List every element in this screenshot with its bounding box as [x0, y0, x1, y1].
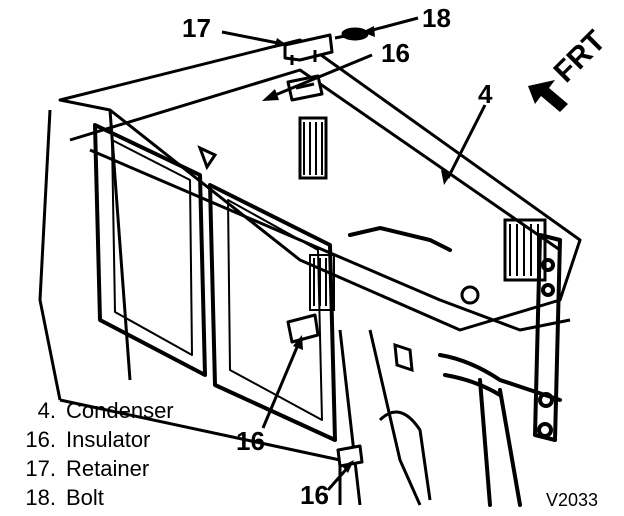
legend-item-label: Insulator	[66, 427, 151, 452]
legend-item-number: 16.	[25, 427, 56, 452]
parts-legend: 4. Condenser 16. Insulator 17. Retainer …	[8, 396, 228, 512]
panel-details	[197, 145, 480, 373]
arrowhead-condenser	[441, 170, 452, 185]
upper-retainer-assembly	[283, 27, 369, 65]
legend-item-label: Condenser	[66, 398, 174, 423]
callout-retainer: 17	[182, 13, 211, 43]
left-opening-frame	[93, 123, 207, 377]
legend-item-number: 17.	[25, 456, 56, 481]
callout-insulator-mid: 16	[236, 426, 265, 456]
callout-insulator-bottom: 16	[300, 480, 329, 510]
front-direction-arrow-icon	[528, 80, 568, 112]
callout-insulator-top: 16	[381, 38, 410, 68]
legend-item-number: 4.	[37, 398, 56, 423]
figure-code: V2033	[546, 490, 598, 510]
legend-item: 17. Retainer	[8, 454, 228, 483]
leader-retainer	[221, 30, 284, 46]
leader-lines	[221, 16, 487, 491]
arrowhead-insulator-mid	[293, 335, 303, 350]
legend-item: 16. Insulator	[8, 425, 228, 454]
leader-insulator-top	[267, 53, 373, 100]
leader-condenser	[446, 104, 487, 179]
callout-bolt: 18	[422, 3, 451, 33]
legend-item-label: Retainer	[66, 456, 150, 481]
center-opening-frame	[208, 183, 337, 442]
radiator-support-panel	[38, 38, 582, 401]
front-direction-label: FRT	[548, 24, 613, 89]
arrowhead-bolt	[362, 26, 375, 37]
legend-item: 4. Condenser	[8, 396, 228, 425]
legend-item-label: Bolt	[66, 485, 104, 510]
legend-item-number: 18.	[25, 485, 56, 510]
legend-item: 18. Bolt	[8, 483, 228, 512]
callout-condenser: 4	[478, 79, 493, 109]
lower-insulator	[336, 444, 364, 468]
leader-insulator-mid	[261, 339, 302, 429]
middle-insulator	[286, 313, 320, 344]
condenser-core	[298, 116, 547, 311]
arrowhead-insulator-bottom	[342, 460, 354, 473]
leader-arrowheads	[262, 26, 452, 473]
upper-insulator	[286, 74, 324, 102]
condenser-side-tank	[533, 233, 562, 442]
arrowhead-retainer	[274, 38, 287, 48]
refrigerant-lines	[348, 225, 562, 507]
arrowhead-insulator-top	[262, 89, 279, 101]
